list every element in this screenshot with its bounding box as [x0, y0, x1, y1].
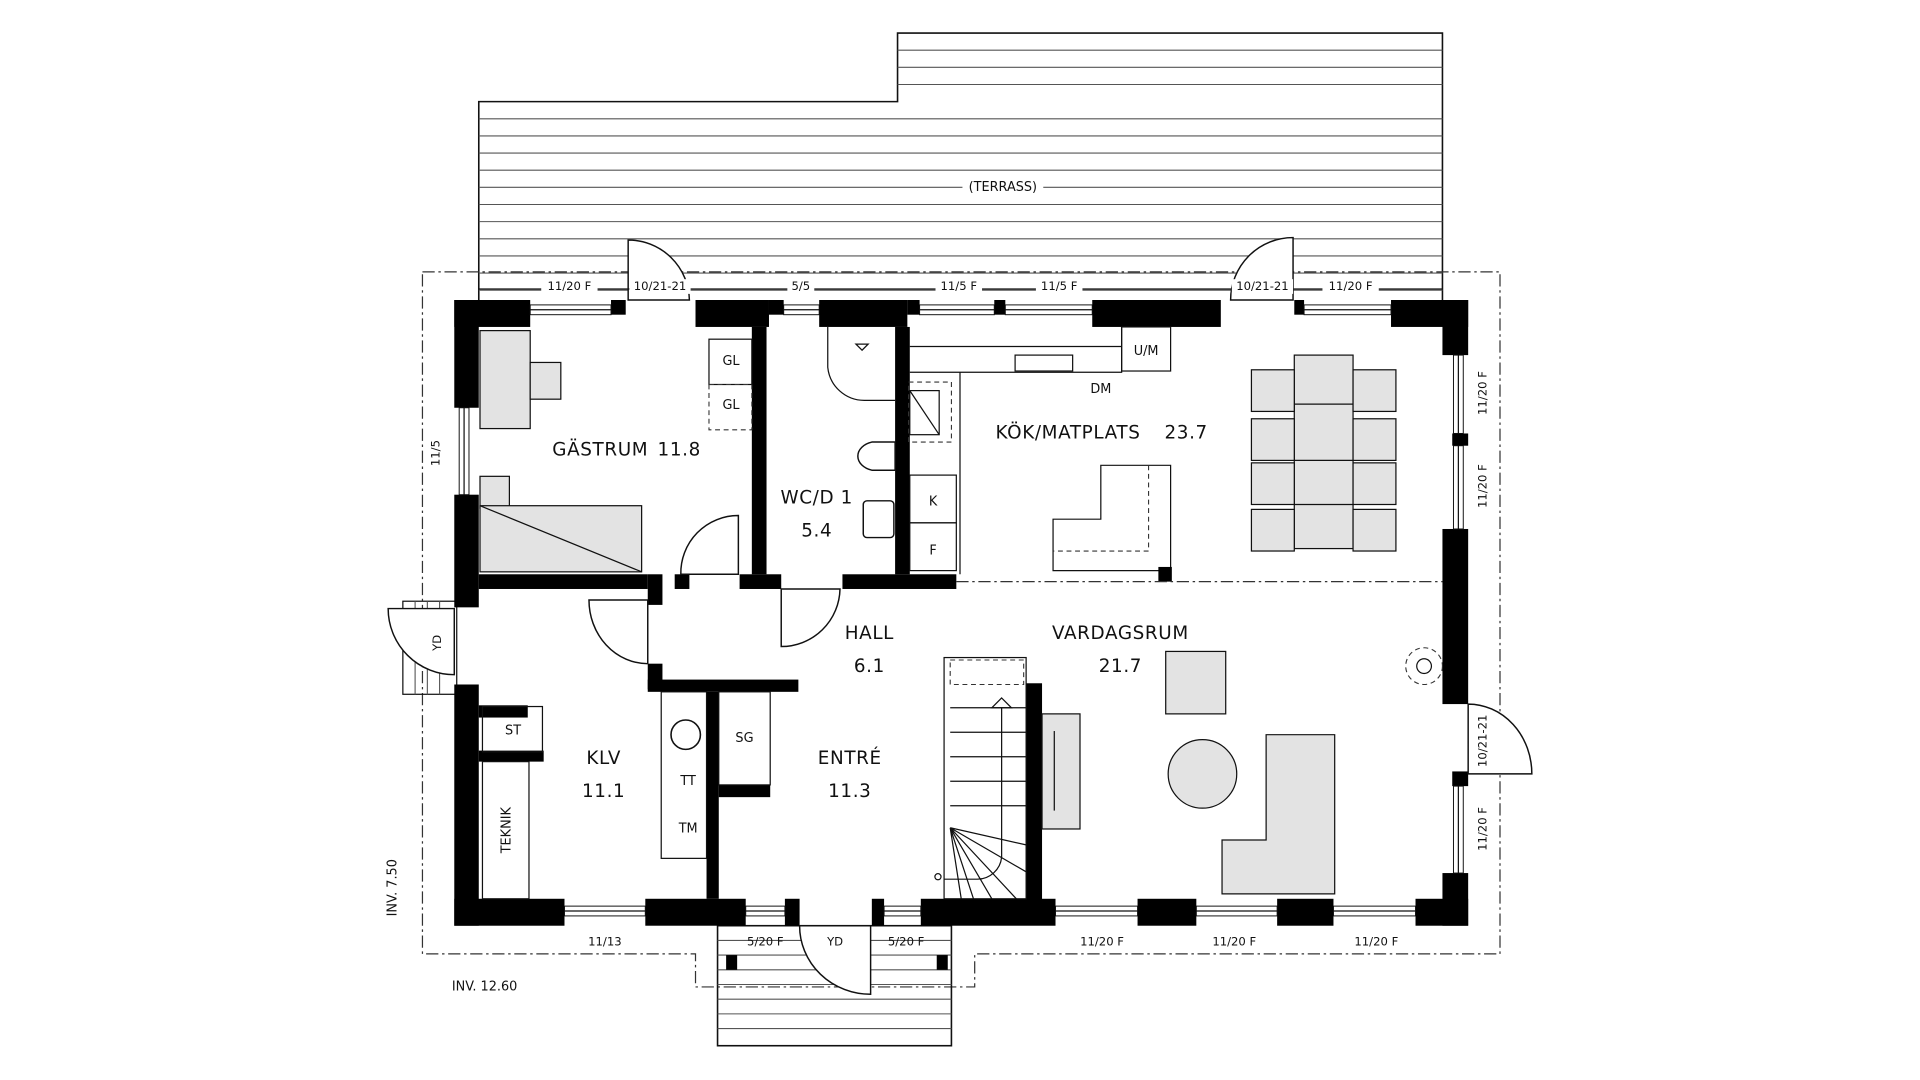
room-kok-area: 23.7 [1164, 422, 1207, 443]
label-teknik: TEKNIK [500, 807, 515, 855]
utility-fixtures [481, 691, 771, 900]
windows [458, 304, 1464, 917]
label-right-0: 11/20 F [1476, 371, 1490, 415]
boundary-line [421, 271, 1501, 988]
room-hall-name: HALL [845, 623, 894, 644]
shower [827, 326, 896, 402]
label-bottom-3: 5/20 F [888, 934, 925, 948]
kitchen-fixtures [908, 326, 1443, 583]
room-entre-area: 11.3 [828, 781, 871, 802]
desk-chair [529, 361, 562, 400]
wardrobe-lower [708, 383, 753, 431]
label-dm: DM [1090, 382, 1111, 397]
fireplace-icon [1405, 647, 1443, 686]
label-st: ST [505, 724, 521, 739]
hob [909, 390, 940, 436]
label-bottom-4: 11/20 F [1080, 934, 1124, 948]
deck-boards [478, 49, 1443, 291]
sink [1014, 354, 1074, 372]
label-bottom-2: YD [826, 934, 843, 948]
label-left-0: 11/5 [429, 440, 443, 466]
room-klv-area: 11.1 [582, 781, 625, 802]
label-right-3: 11/20 F [1476, 807, 1490, 851]
label-tt: TT [679, 774, 696, 789]
interior-walls [478, 326, 1043, 902]
label-right-1: 11/20 F [1476, 464, 1490, 508]
kitchen-island [1052, 464, 1172, 572]
side-entry-door [387, 607, 456, 676]
klv-door [588, 599, 649, 665]
room-vardagsrum-name: VARDAGSRUM [1052, 623, 1189, 644]
room-kok-name: KÖK/MATPLATS [996, 421, 1141, 443]
room-gastrum-name: GÄSTRUM [552, 440, 648, 461]
terrace: (TERRASS) [477, 32, 1444, 300]
label-bottom-5: 11/20 F [1212, 934, 1256, 948]
label-gl-lower: GL [722, 398, 740, 413]
shower-head-icon [854, 343, 870, 352]
dining-furniture [1250, 354, 1397, 552]
teknik-area [481, 761, 530, 900]
label-top-2: 5/5 [791, 279, 810, 293]
label-depth: INV. 7.50 [386, 859, 401, 916]
label-sg: SG [735, 731, 753, 746]
label-top-5: 10/21-21 [1236, 279, 1289, 293]
terrace-label: (TERRASS) [969, 180, 1037, 195]
um-cabinet [1121, 326, 1172, 372]
staircase [934, 656, 1027, 900]
label-top-6: 11/20 F [1329, 279, 1373, 293]
guestroom-door [680, 514, 740, 576]
sg-wardrobe [718, 691, 771, 786]
label-top-4: 11/5 F [1041, 279, 1078, 293]
wc-door [780, 588, 841, 648]
guestroom-furniture [479, 330, 753, 573]
living-terrace-door [1467, 703, 1533, 775]
stair-arrow-icon [990, 697, 1013, 709]
label-k: K [929, 495, 938, 510]
opening-labels: 11/20 F 10/21-21 5/5 11/5 F 11/5 F 10/21… [429, 279, 1490, 948]
label-top-3: 11/5 F [941, 279, 978, 293]
wc-fixtures [827, 326, 896, 539]
armchair [1165, 650, 1227, 715]
label-top-1: 10/21-21 [634, 279, 687, 293]
room-klv-name: KLV [586, 748, 621, 769]
room-hall-area: 6.1 [854, 656, 885, 677]
label-bottom-6: 11/20 F [1354, 934, 1398, 948]
label-left-1: YD [430, 635, 444, 652]
room-vardagsrum-area: 21.7 [1099, 656, 1142, 677]
label-width: INV. 12.60 [452, 980, 517, 995]
room-labels: GÄSTRUM 11.8 WC/D 1 5.4 KÖK/MATPLATS 23.… [552, 421, 1207, 802]
doors [387, 236, 1533, 996]
washbasin [862, 500, 895, 539]
room-gastrum-area: 11.8 [658, 440, 701, 461]
exterior-walls [454, 300, 1469, 926]
label-gl-upper: GL [722, 354, 740, 369]
freezer-f [909, 522, 957, 572]
desk [479, 330, 531, 430]
label-bottom-0: 11/13 [588, 934, 622, 948]
sideboard [1041, 713, 1081, 830]
front-door [798, 924, 872, 996]
room-wc-name: WC/D 1 [780, 487, 852, 508]
sofa [1221, 734, 1336, 895]
label-top-0: 11/20 F [547, 279, 591, 293]
dining-table [1293, 354, 1354, 550]
living-furniture [1041, 647, 1443, 895]
label-right-2: 10/21-21 [1476, 715, 1490, 768]
label-f: F [929, 544, 936, 559]
coffee-table [1167, 738, 1238, 809]
st-cabinet [481, 705, 544, 753]
room-entre-name: ENTRÉ [818, 747, 882, 769]
fixture-labels: GL GL U/M DM K F ST SG TT TM TEKNIK [500, 344, 1159, 854]
toilet [857, 441, 896, 471]
label-tm: TM [678, 822, 698, 837]
nightstand [479, 475, 510, 509]
floor-drain-icon [670, 719, 702, 751]
dimension-labels: INV. 7.50 INV. 12.60 [386, 859, 518, 995]
washer-column [660, 691, 708, 859]
label-bottom-1: 5/20 F [747, 934, 784, 948]
label-um: U/M [1134, 344, 1159, 359]
room-wc-area: 5.4 [801, 520, 832, 541]
